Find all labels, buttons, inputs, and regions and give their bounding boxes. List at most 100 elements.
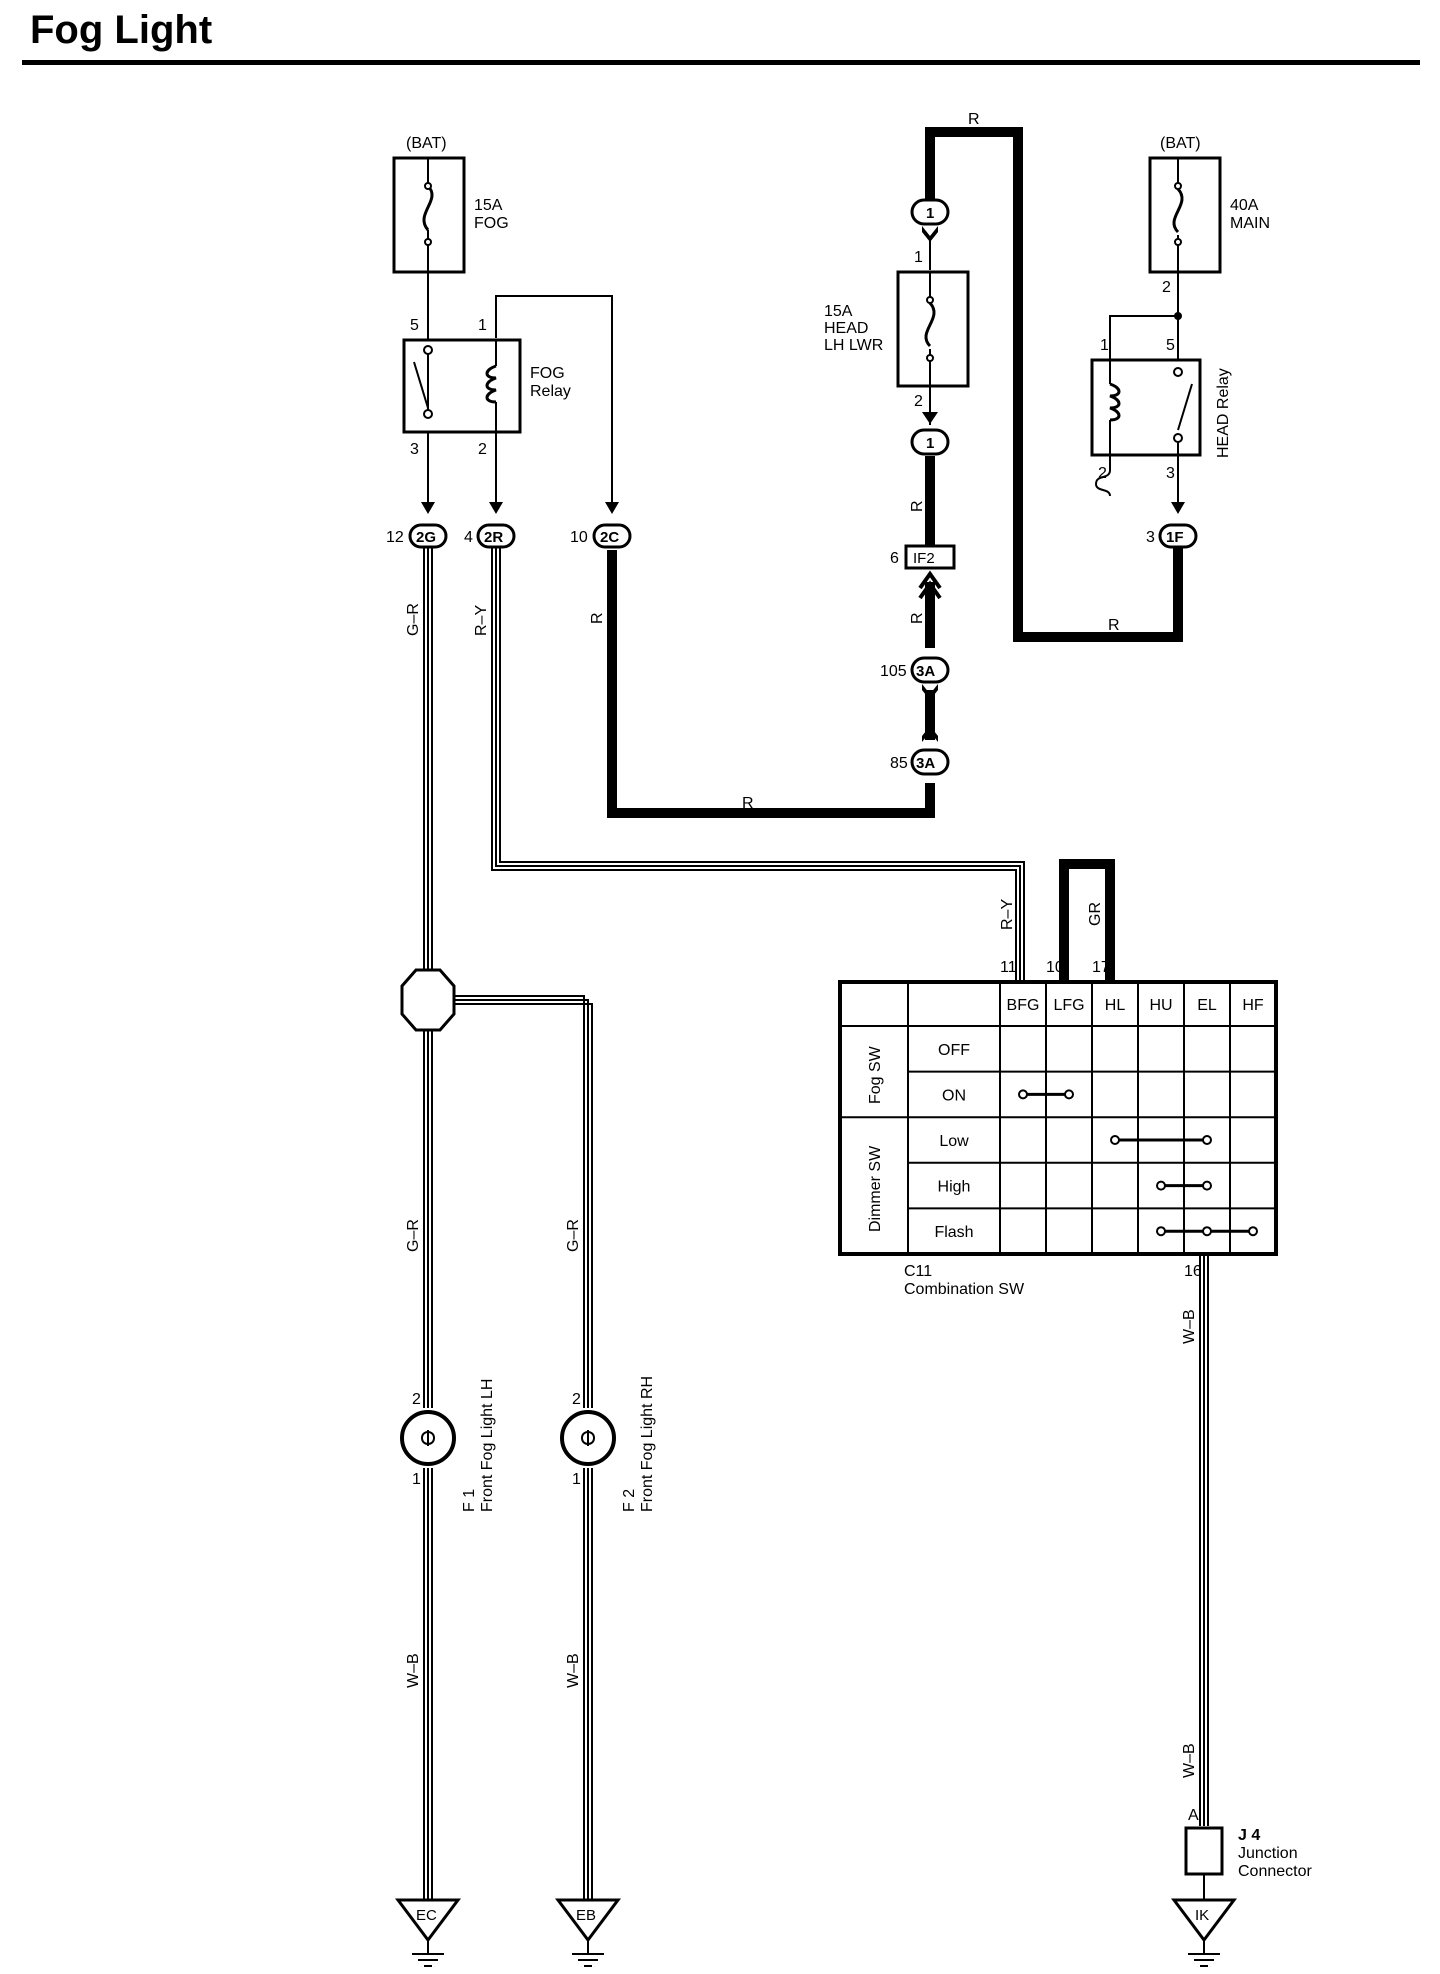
fuse-main-pin-out: 2: [1162, 279, 1171, 296]
fuse-fog: (BAT) 15A FOG: [392, 135, 509, 274]
sw-pin-17: 17: [1092, 959, 1110, 976]
wire-g-r-lh: [423, 1030, 433, 1408]
rh-name: Front Fog Light RH: [639, 1376, 656, 1512]
connector-2r: 2R 4: [464, 502, 516, 549]
connector-3a-top-pin: 105: [880, 663, 907, 680]
connector-3a-bottom-id: 3A: [916, 755, 935, 772]
wire-head-relay-pin1: [1109, 315, 1178, 360]
fuse-main-rating: 40A: [1230, 197, 1259, 214]
wire-label-r-y-2: R–Y: [999, 899, 1016, 930]
wire-label-r-head-1: R: [909, 500, 926, 512]
wire-label-g-r-2: G–R: [405, 1219, 422, 1252]
rh-pin-bottom: 1: [572, 1471, 581, 1488]
wire-labels: R R R R R R G–R R–Y R–Y GR G–R G–R W–B W…: [405, 111, 1198, 1778]
connector-2g-pin: 12: [386, 529, 404, 546]
fog-relay-line1: FOG: [530, 365, 565, 382]
connector-if2: IF2 6: [890, 544, 956, 600]
head-relay-pin2: 2: [1098, 465, 1107, 482]
sw-pin-10: 10: [1046, 959, 1064, 976]
connector-1f-id: 1F: [1166, 529, 1184, 546]
fog-relay-line2: Relay: [530, 383, 571, 400]
connector-2c-id: 2C: [600, 529, 619, 546]
head-relay-pin1: 1: [1100, 337, 1109, 354]
junction-connector-j4: A J 4 Junction Connector: [1184, 1807, 1312, 1880]
switch-row-on: ON: [942, 1087, 966, 1104]
connector-1-top: 1: [910, 198, 950, 242]
connector-if2-id: IF2: [913, 550, 935, 567]
fuse-head-lh-lwr: 15A HEAD LH LWR 1 2: [824, 249, 970, 410]
connector-3a-bottom: 3A 85: [890, 726, 950, 776]
connector-1-bottom: 1: [910, 412, 950, 456]
sw-pin-11: 11: [1000, 959, 1017, 976]
sw-pin-16: 16: [1184, 1263, 1202, 1280]
fuse-head-pin-out: 2: [914, 393, 923, 410]
fog-sw-label: Fog SW: [867, 1045, 884, 1104]
fog-light-lh: 2 1 F 1 Front Fog Light LH: [400, 1379, 496, 1512]
switch-connection-dot: [1202, 1226, 1212, 1237]
lh-pin-bottom: 1: [412, 1471, 421, 1488]
page-title: Fog Light: [30, 8, 213, 52]
ground-ec: EC: [395, 1898, 461, 1967]
wire-label-w-b-3: W–B: [1181, 1309, 1198, 1344]
wire-label-r-bottom: R: [742, 795, 754, 812]
wire-label-g-r-3: G–R: [565, 1219, 582, 1252]
ground-eb-label: EB: [576, 1907, 596, 1924]
fuse-main-name: MAIN: [1230, 215, 1270, 232]
j4-id: J 4: [1238, 1827, 1260, 1844]
bat-left-label: (BAT): [406, 135, 447, 152]
head-relay-pin5: 5: [1166, 337, 1175, 354]
wires: [423, 127, 1209, 1900]
connector-3a-top-id: 3A: [916, 663, 935, 680]
relay-fog: FOG Relay 5 1 3 2: [402, 317, 571, 458]
lh-id: F 1: [461, 1489, 478, 1512]
fog-relay-pin3: 3: [410, 441, 419, 458]
head-relay-pin3: 3: [1166, 465, 1175, 482]
wire-label-r-head-2: R: [909, 612, 926, 624]
wire-g-r-rh: [450, 995, 593, 1408]
wire-label-w-b-2: W–B: [565, 1653, 582, 1688]
j4-line2: Connector: [1238, 1863, 1312, 1880]
ground-ec-label: EC: [416, 1907, 437, 1924]
switch-column-hu: HU: [1149, 997, 1172, 1014]
connector-2g-id: 2G: [416, 529, 436, 546]
fuse-head-rating: 15A: [824, 303, 853, 320]
wire-label-r-return: R: [1108, 617, 1120, 634]
connector-2r-pin: 4: [464, 529, 473, 546]
main-splice-dot: [1174, 312, 1182, 320]
fog-relay-pin2: 2: [478, 441, 487, 458]
rh-pin-top: 2: [572, 1391, 581, 1408]
fog-light-rh: 2 1 F 2 Front Fog Light RH: [560, 1376, 656, 1512]
lh-pin-top: 2: [412, 1391, 421, 1408]
wire-g-r-main: [423, 546, 433, 970]
switch-row-high: High: [938, 1179, 971, 1196]
connector-2c-pin: 10: [570, 529, 588, 546]
splice-junction: [400, 968, 456, 1032]
wire-r-y: [491, 546, 1025, 980]
sw-name: Combination SW: [904, 1281, 1025, 1298]
j4-pin-a: A: [1188, 1807, 1199, 1824]
switch-connection: [1156, 1180, 1212, 1191]
connector-3a-bottom-pin: 85: [890, 755, 908, 772]
switch-row-low: Low: [939, 1133, 969, 1150]
connector-1f: 1F 3: [1146, 502, 1198, 549]
fuse-head-pin-in: 1: [914, 249, 923, 266]
fuse-fog-rating: 15A: [474, 197, 503, 214]
fuse-head-line2: HEAD: [824, 320, 868, 337]
connector-1-top-id: 1: [926, 205, 934, 222]
dimmer-sw-label: Dimmer SW: [867, 1145, 884, 1232]
wire-label-r-top: R: [968, 111, 980, 128]
wire-label-r-2c: R: [589, 612, 606, 624]
wire-gr-loop: [1059, 859, 1115, 980]
switch-connection: [1110, 1135, 1212, 1145]
wire-w-b-lh: [423, 1468, 433, 1900]
ground-eb: EB: [555, 1898, 621, 1967]
sw-id: C11: [904, 1263, 932, 1280]
switch-connection: [1018, 1089, 1074, 1100]
wire-label-r-y-1: R–Y: [473, 605, 490, 636]
lh-name: Front Fog Light LH: [479, 1379, 496, 1512]
fuse-head-line3: LH LWR: [824, 337, 883, 354]
head-relay-name: HEAD Relay: [1215, 368, 1232, 458]
